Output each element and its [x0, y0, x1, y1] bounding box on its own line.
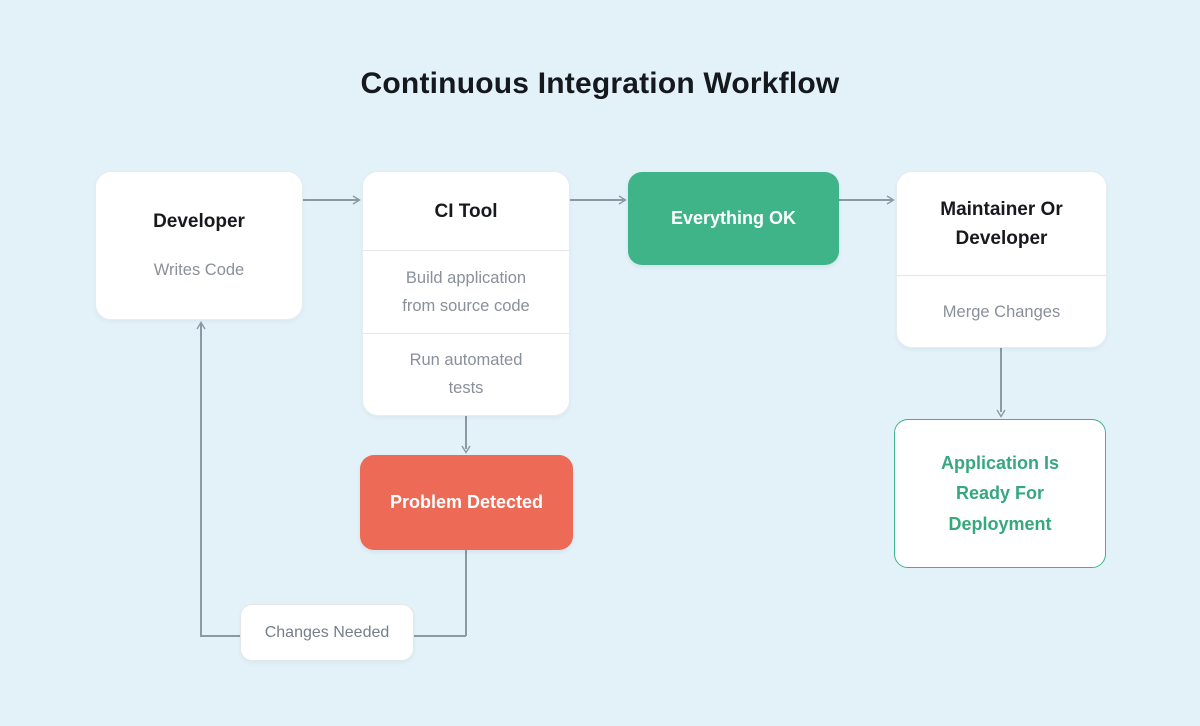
connector-everything-ok-to-maintainer — [839, 199, 892, 201]
divider — [363, 250, 569, 251]
node-changes-needed: Changes Needed — [240, 604, 414, 661]
node-changes-needed-label: Changes Needed — [264, 623, 390, 641]
node-everything-ok-label: Everything OK — [670, 208, 797, 228]
connector-citool-to-everything-ok — [570, 199, 624, 201]
node-developer-title: Developer — [153, 211, 245, 232]
arrow-down-icon — [461, 445, 471, 454]
node-maintainer-body: Merge Changes — [942, 302, 1061, 321]
node-everything-ok: Everything OK — [628, 172, 839, 265]
node-developer: Developer Writes Code — [95, 171, 303, 320]
node-problem-detected: Problem Detected — [360, 455, 573, 550]
node-ci-tool-step-build: Build application from source code — [402, 268, 530, 315]
node-application-ready: Application Is Ready For Deployment — [894, 419, 1106, 568]
node-problem-detected-label: Problem Detected — [389, 492, 544, 512]
node-ci-tool-title: CI Tool — [434, 200, 498, 222]
node-maintainer-title: Maintainer Or Developer — [940, 198, 1063, 249]
arrow-right-icon — [618, 195, 627, 205]
connector-citool-to-problem-detected — [465, 416, 467, 449]
arrow-right-icon — [352, 195, 361, 205]
connector-loop-up-to-developer — [200, 324, 202, 636]
arrow-down-icon — [996, 409, 1006, 418]
divider — [897, 275, 1106, 276]
node-ci-tool-step-tests: Run automated tests — [409, 351, 523, 398]
node-developer-body: Writes Code — [153, 261, 245, 279]
divider — [363, 332, 569, 334]
node-application-ready-label: Application Is Ready For Deployment — [940, 452, 1059, 534]
connector-developer-to-citool — [303, 199, 358, 201]
connector-maintainer-to-application-ready — [1000, 348, 1002, 412]
connector-problem-detected-down — [465, 550, 467, 636]
arrow-right-icon — [886, 195, 895, 205]
node-ci-tool: CI Tool Build application from source co… — [362, 171, 570, 416]
diagram-title: Continuous Integration Workflow — [360, 67, 840, 100]
node-maintainer: Maintainer Or Developer Merge Changes — [896, 171, 1107, 348]
arrow-up-icon — [196, 321, 206, 330]
